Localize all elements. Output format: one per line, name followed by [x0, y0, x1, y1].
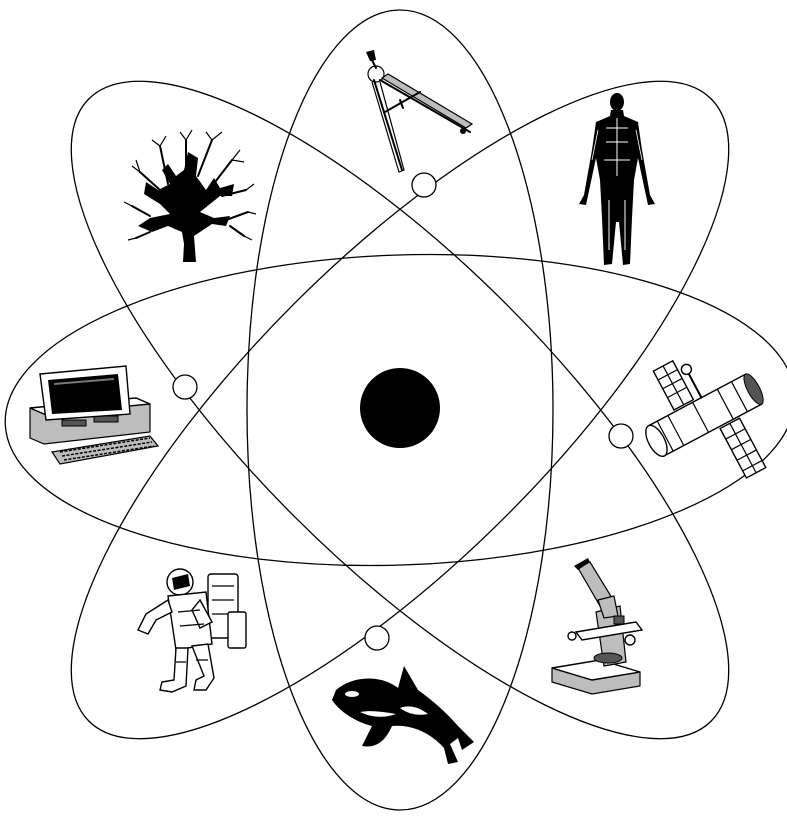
electron-right	[609, 424, 633, 448]
astronaut-icon	[138, 569, 246, 692]
electron-left	[173, 375, 197, 399]
electron-bottom	[365, 626, 389, 650]
orca-whale-icon	[332, 666, 474, 764]
drafting-compass-icon	[366, 50, 472, 172]
desktop-computer-icon	[30, 366, 158, 464]
microscope-icon	[552, 558, 642, 694]
human-anatomy-icon	[579, 93, 655, 265]
tree-icon	[124, 130, 256, 262]
nucleus	[360, 368, 440, 448]
electron-top	[412, 173, 436, 197]
space-telescope-icon	[620, 331, 787, 511]
